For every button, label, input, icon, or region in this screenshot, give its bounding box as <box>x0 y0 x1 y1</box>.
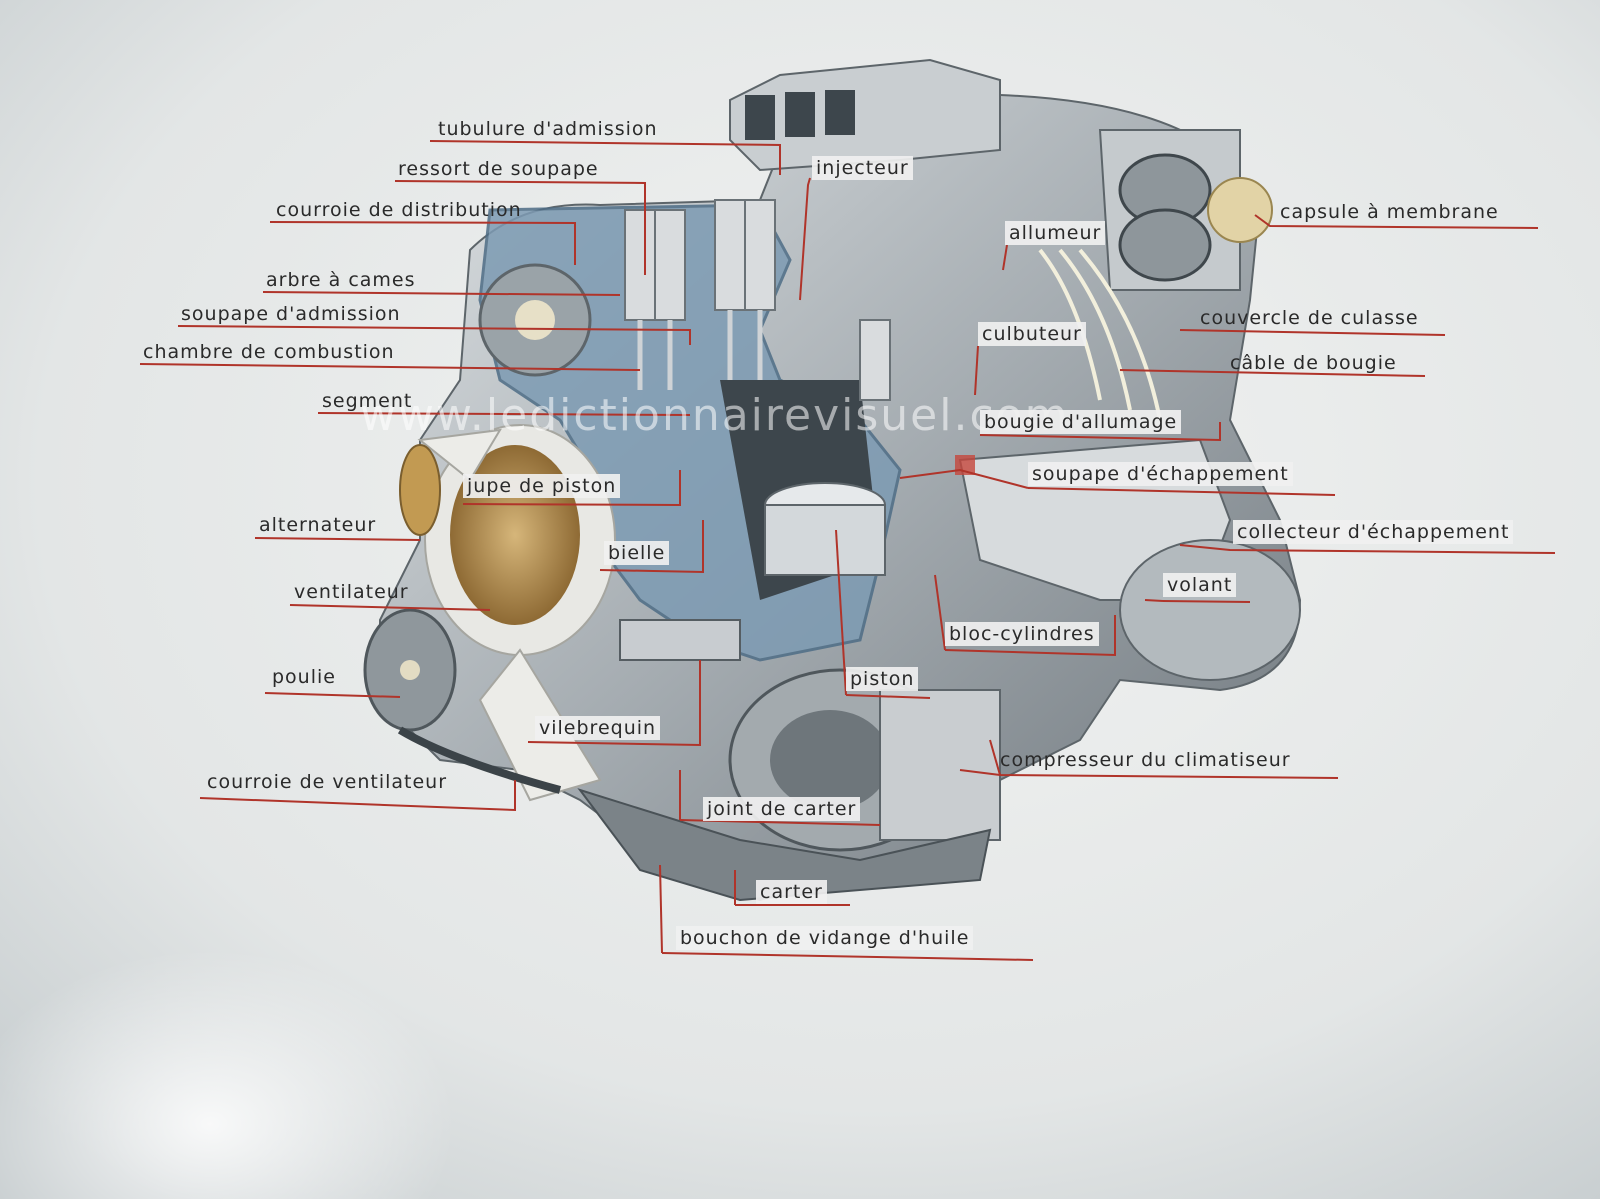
label-capsule-membrane: capsule à membrane <box>1280 201 1499 223</box>
label-poulie: poulie <box>272 666 336 688</box>
label-jupe-piston: jupe de piston <box>463 474 621 498</box>
label-couvercle-culasse: couvercle de culasse <box>1200 307 1419 329</box>
label-joint-carter: joint de carter <box>703 797 861 821</box>
label-soupape-admission: soupape d'admission <box>181 303 401 325</box>
leader-lines <box>139 140 1556 961</box>
label-collecteur-echappement: collecteur d'échappement <box>1233 520 1514 544</box>
label-bloc-cylindres: bloc-cylindres <box>945 622 1099 646</box>
label-courroie-ventilateur: courroie de ventilateur <box>207 771 448 793</box>
label-piston: piston <box>846 667 919 691</box>
label-tubulure-admission: tubulure d'admission <box>438 118 658 140</box>
label-vilebrequin: vilebrequin <box>535 716 661 740</box>
label-bielle: bielle <box>604 541 670 565</box>
label-compresseur-climatiseur: compresseur du climatiseur <box>1000 749 1291 771</box>
label-courroie-distribution: courroie de distribution <box>276 199 522 221</box>
label-arbre-cames: arbre à cames <box>266 269 416 291</box>
label-alternateur: alternateur <box>259 514 377 536</box>
watermark: www.ledictionnairevisuel.com <box>360 390 1070 441</box>
label-culbuteur: culbuteur <box>978 322 1086 346</box>
label-allumeur: allumeur <box>1005 221 1106 245</box>
label-segment: segment <box>322 390 413 412</box>
label-bougie-allumage: bougie d'allumage <box>980 410 1182 434</box>
label-volant: volant <box>1163 573 1237 597</box>
label-ventilateur: ventilateur <box>294 581 409 603</box>
label-ressort-soupape: ressort de soupape <box>398 158 599 180</box>
label-chambre-combustion: chambre de combustion <box>143 341 395 363</box>
engine-illustration <box>363 58 1302 902</box>
label-injecteur: injecteur <box>812 156 913 180</box>
label-cable-bougie: câble de bougie <box>1230 352 1397 374</box>
label-soupape-echappement: soupape d'échappement <box>1028 462 1293 486</box>
label-carter: carter <box>756 880 827 904</box>
label-bouchon-vidange: bouchon de vidange d'huile <box>676 926 974 950</box>
